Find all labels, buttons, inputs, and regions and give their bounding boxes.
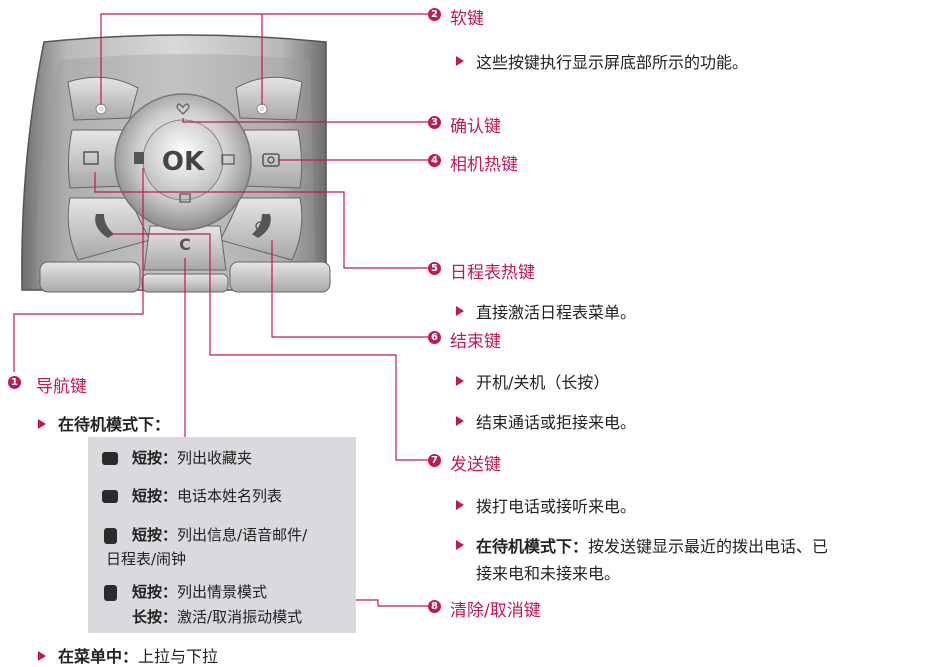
- ok-label: OK: [162, 147, 205, 177]
- bullet-icon: [456, 540, 464, 550]
- send-key-standby-label: 在待机模式下：: [476, 537, 589, 556]
- nav-key-title: 导航键: [36, 377, 87, 397]
- soft-key-title: 软键: [450, 9, 484, 29]
- badge-7: 7: [428, 454, 441, 467]
- nav-row-4-text: 列出情景模式: [177, 583, 268, 601]
- end-key-title: 结束键: [450, 332, 501, 352]
- nav-left-icon: [104, 585, 117, 601]
- nav-menu-text: 上拉与下拉: [138, 647, 219, 666]
- badge-3: 3: [428, 116, 441, 129]
- nav-row-3-line2: 日程表/闹钟: [106, 550, 187, 568]
- nav-row-3-label: 短按：: [132, 526, 178, 544]
- clear-key-title: 清除/取消键: [450, 601, 541, 621]
- nav-menu-label: 在菜单中：: [58, 647, 139, 666]
- left-soft-key: [67, 76, 139, 121]
- right-soft-key: [235, 76, 303, 121]
- nav-row-4: 短按：列出情景模式: [132, 581, 267, 602]
- send-key-desc-2-line2: 接来电和未接来电。: [476, 564, 621, 583]
- nav-row-1-text: 列出收藏夹: [177, 449, 253, 467]
- nav-down-icon: [102, 490, 118, 503]
- nav-row-4-label2: 长按：: [132, 608, 178, 626]
- camera-key-title: 相机热键: [450, 155, 518, 175]
- calendar-key-desc: 直接激活日程表菜单。: [476, 303, 637, 322]
- nav-row-1: 短按：列出收藏夹: [132, 447, 252, 468]
- camera-key: [243, 129, 303, 189]
- nav-standby-heading: 在待机模式下：: [58, 415, 171, 434]
- send-key-standby-text: 按发送键显示最近的拨出电话、已: [588, 537, 829, 556]
- send-key-title: 发送键: [450, 455, 501, 475]
- badge-1: 1: [8, 376, 21, 389]
- bullet-icon: [456, 376, 464, 386]
- nav-row-4-line2: 长按：激活/取消振动模式: [132, 606, 302, 627]
- badge-5: 5: [428, 262, 441, 275]
- bullet-icon: [38, 419, 46, 429]
- nav-row-2: 短按：电话本姓名列表: [132, 485, 282, 506]
- end-key-desc-2: 结束通话或拒接来电。: [476, 413, 637, 432]
- bullet-icon: [38, 651, 46, 661]
- nav-row-3: 短按：列出信息/语音邮件/: [132, 524, 307, 545]
- send-key-desc-1: 拨打电话或接听来电。: [476, 497, 637, 516]
- nav-shortcut-panel: [88, 437, 356, 633]
- badge-8: 8: [428, 600, 441, 613]
- badge-2: 2: [428, 8, 441, 21]
- nav-row-2-label: 短按：: [132, 487, 178, 505]
- nav-row-4-text2: 激活/取消振动模式: [177, 608, 303, 626]
- calendar-key-title: 日程表热键: [450, 263, 535, 283]
- clear-label: C: [179, 235, 191, 254]
- nav-row-1-label: 短按：: [132, 449, 178, 467]
- soft-key-desc: 这些按键执行显示屏底部所示的功能。: [476, 53, 749, 72]
- nav-menu-desc: 在菜单中：上拉与下拉: [58, 643, 218, 667]
- nav-right-icon: [104, 528, 117, 544]
- end-key-desc-1: 开机/关机（长按）: [476, 373, 610, 392]
- ok-key-title: 确认键: [450, 117, 501, 137]
- nav-row-4-label: 短按：: [132, 583, 178, 601]
- send-key-desc-2: 在待机模式下：按发送键显示最近的拨出电话、已: [476, 533, 828, 557]
- nav-row-3-text: 列出信息/语音邮件/: [177, 526, 308, 544]
- badge-4: 4: [428, 154, 441, 167]
- bullet-icon: [456, 416, 464, 426]
- nav-row-2-text: 电话本姓名列表: [177, 487, 283, 505]
- bullet-icon: [456, 500, 464, 510]
- bullet-icon: [456, 56, 464, 66]
- badge-6: 6: [428, 331, 441, 344]
- bullet-icon: [456, 306, 464, 316]
- nav-up-icon: [102, 452, 118, 465]
